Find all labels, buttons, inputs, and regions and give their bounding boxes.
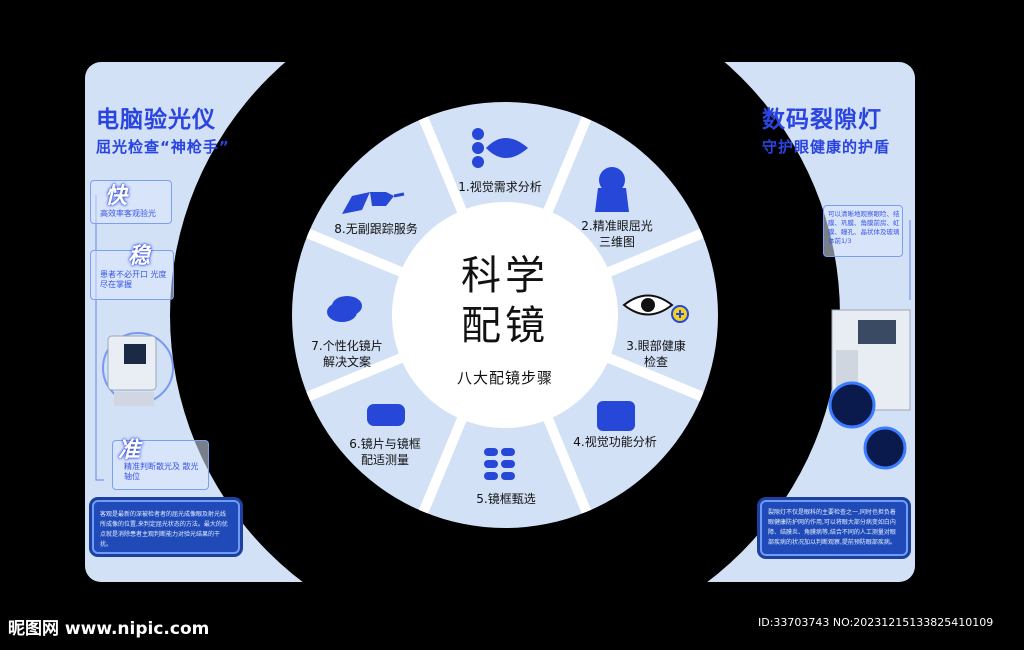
center-title-2: 配镜 (461, 303, 549, 349)
eye-plus-icon (622, 294, 689, 323)
left-desc-text: 客观是最新的深被检者者的屈光成像眼及射光线所成像的位置,来判定屈光状态的方法。最… (100, 511, 228, 548)
step-label-5: 5.镜框甄选 (476, 492, 536, 506)
footer-id: ID:33703743 NO:20231215133825410109 (758, 616, 994, 629)
feature-card-stable (90, 250, 174, 300)
feature-char-fast: 快 (105, 183, 128, 209)
feature-text-stable: 患者不必开口 光度尽在掌握 (100, 270, 167, 289)
keyhole-icon (595, 167, 629, 212)
left-title: 电脑验光仪 (96, 107, 216, 133)
feature-text-fast: 高效率客观验光 (100, 209, 156, 218)
step-label-7: 7.个性化镜片解决文案 (311, 339, 383, 369)
lens-shape-icon (367, 404, 405, 426)
refractometer-image (102, 332, 174, 406)
step-label-2: 2.精准眼屈光三维图 (581, 219, 653, 249)
step-label-6: 6.镜片与镜框配适测量 (349, 437, 421, 467)
step-label-4: 4.视觉功能分析 (573, 435, 657, 449)
step-label-3: 3.眼部健康检查 (626, 339, 686, 369)
right-desc-box (760, 500, 908, 556)
fish-icon (472, 128, 528, 168)
feature-text-accurate: 精准判断散光及 散光轴位 (124, 462, 199, 481)
lens-stack-icon (327, 296, 362, 322)
feature-char-accurate: 准 (118, 437, 141, 463)
feature-card-fast (90, 180, 172, 224)
right-subtitle: 守护眼健康的护盾 (762, 138, 891, 156)
pills-icon (484, 448, 515, 480)
right-note-text: 可以清晰地观察眼睑、结膜、巩膜、角膜前房、虹膜、瞳孔、晶状体及玻璃体前1/3 (828, 210, 900, 245)
right-desc-text: 裂隙灯不仅是眼科的主要检查之一,同时也担负着眼健康防护网的作用,可以将眼大部分病… (768, 509, 896, 546)
right-title: 数码裂隙灯 (762, 107, 882, 133)
step-label-1: 1.视觉需求分析 (458, 180, 542, 194)
glasses-icon (342, 192, 405, 214)
right-note-box (823, 205, 903, 257)
left-subtitle: 屈光检查“神枪手” (96, 138, 230, 156)
center-subtitle: 八大配镜步骤 (456, 369, 553, 387)
footer-logo: 昵图网 www.nipic.com (8, 619, 210, 639)
feature-card-accurate (112, 440, 209, 490)
center-disc (392, 202, 618, 428)
left-desc-box (92, 500, 240, 554)
step-label-8: 8.无副跟踪服务 (334, 222, 418, 236)
center-title-1: 科学 (461, 253, 549, 299)
feature-char-stable: 稳 (128, 243, 151, 269)
rounded-square-icon (597, 401, 635, 431)
slit-lamp-image (828, 309, 911, 470)
